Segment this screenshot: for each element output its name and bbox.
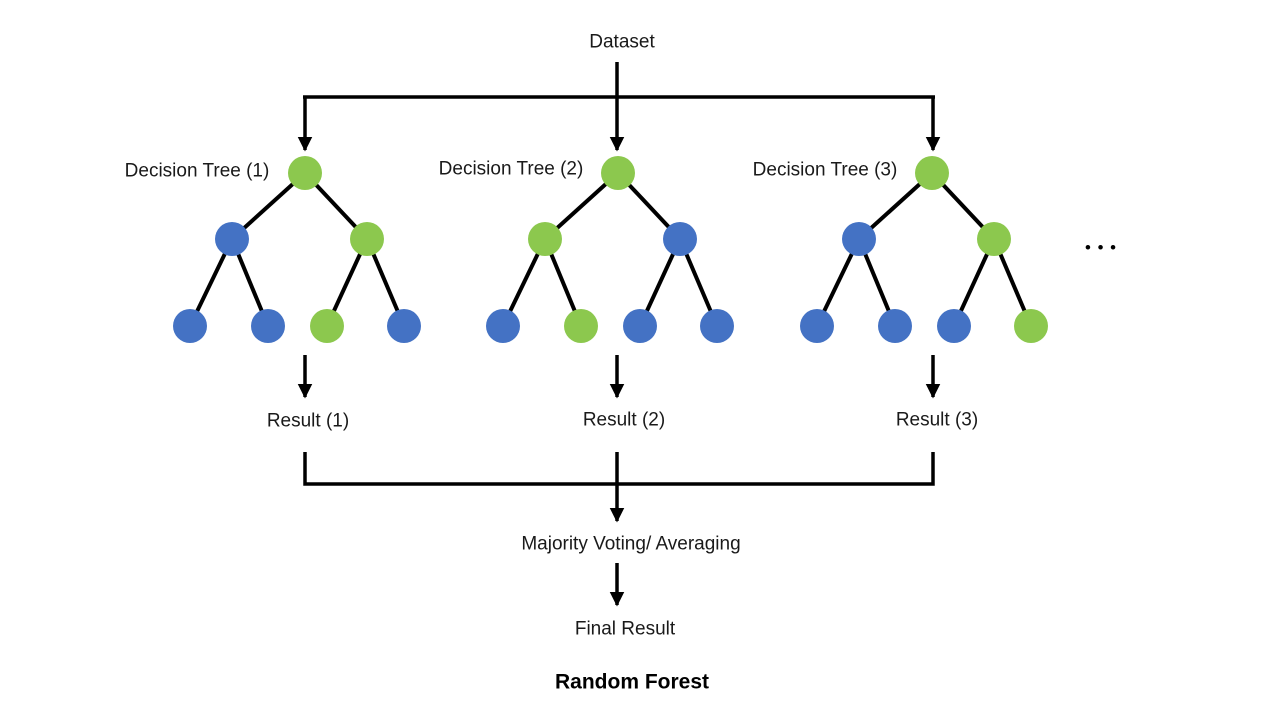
- decision-tree-1-label: Decision Tree (1): [124, 160, 270, 182]
- tree-1-node-4-blue: [173, 309, 207, 343]
- decision-tree-2: [486, 156, 734, 343]
- tree-1-node-2-blue: [215, 222, 249, 256]
- decision-tree-2-label: Decision Tree (2): [438, 158, 584, 180]
- tree-3-node-4-blue: [800, 309, 834, 343]
- tree-1-node-6-green: [310, 309, 344, 343]
- diagram-title: Random Forest: [554, 670, 710, 694]
- tree-2-node-1-green: [601, 156, 635, 190]
- tree-3-node-2-blue: [842, 222, 876, 256]
- tree-2-node-5-green: [564, 309, 598, 343]
- decision-trees-group: [173, 156, 1048, 343]
- decision-tree-1: [173, 156, 421, 343]
- tree-2-node-6-blue: [623, 309, 657, 343]
- more-trees-ellipsis: •••: [1085, 239, 1123, 257]
- majority-voting-label: Majority Voting/ Averaging: [521, 533, 741, 555]
- dataset-label: Dataset: [589, 31, 655, 53]
- tree-2-node-4-blue: [486, 309, 520, 343]
- tree-2-node-2-green: [528, 222, 562, 256]
- tree-3-node-1-green: [915, 156, 949, 190]
- result-3-label: Result (3): [895, 409, 979, 431]
- tree-3-node-5-blue: [878, 309, 912, 343]
- tree-1-node-7-blue: [387, 309, 421, 343]
- final-result-label: Final Result: [574, 618, 676, 640]
- result-1-label: Result (1): [266, 410, 350, 432]
- tree-3-node-7-green: [1014, 309, 1048, 343]
- tree-2-node-3-blue: [663, 222, 697, 256]
- tree-3-node-6-blue: [937, 309, 971, 343]
- merge-bracket-line: [303, 452, 935, 486]
- decision-tree-3-label: Decision Tree (3): [752, 159, 898, 181]
- tree-1-node-1-green: [288, 156, 322, 190]
- tree-3-node-3-green: [977, 222, 1011, 256]
- decision-tree-3: [800, 156, 1048, 343]
- result-2-label: Result (2): [582, 409, 666, 431]
- tree-1-node-5-blue: [251, 309, 285, 343]
- tree-2-node-7-blue: [700, 309, 734, 343]
- tree-1-node-3-green: [350, 222, 384, 256]
